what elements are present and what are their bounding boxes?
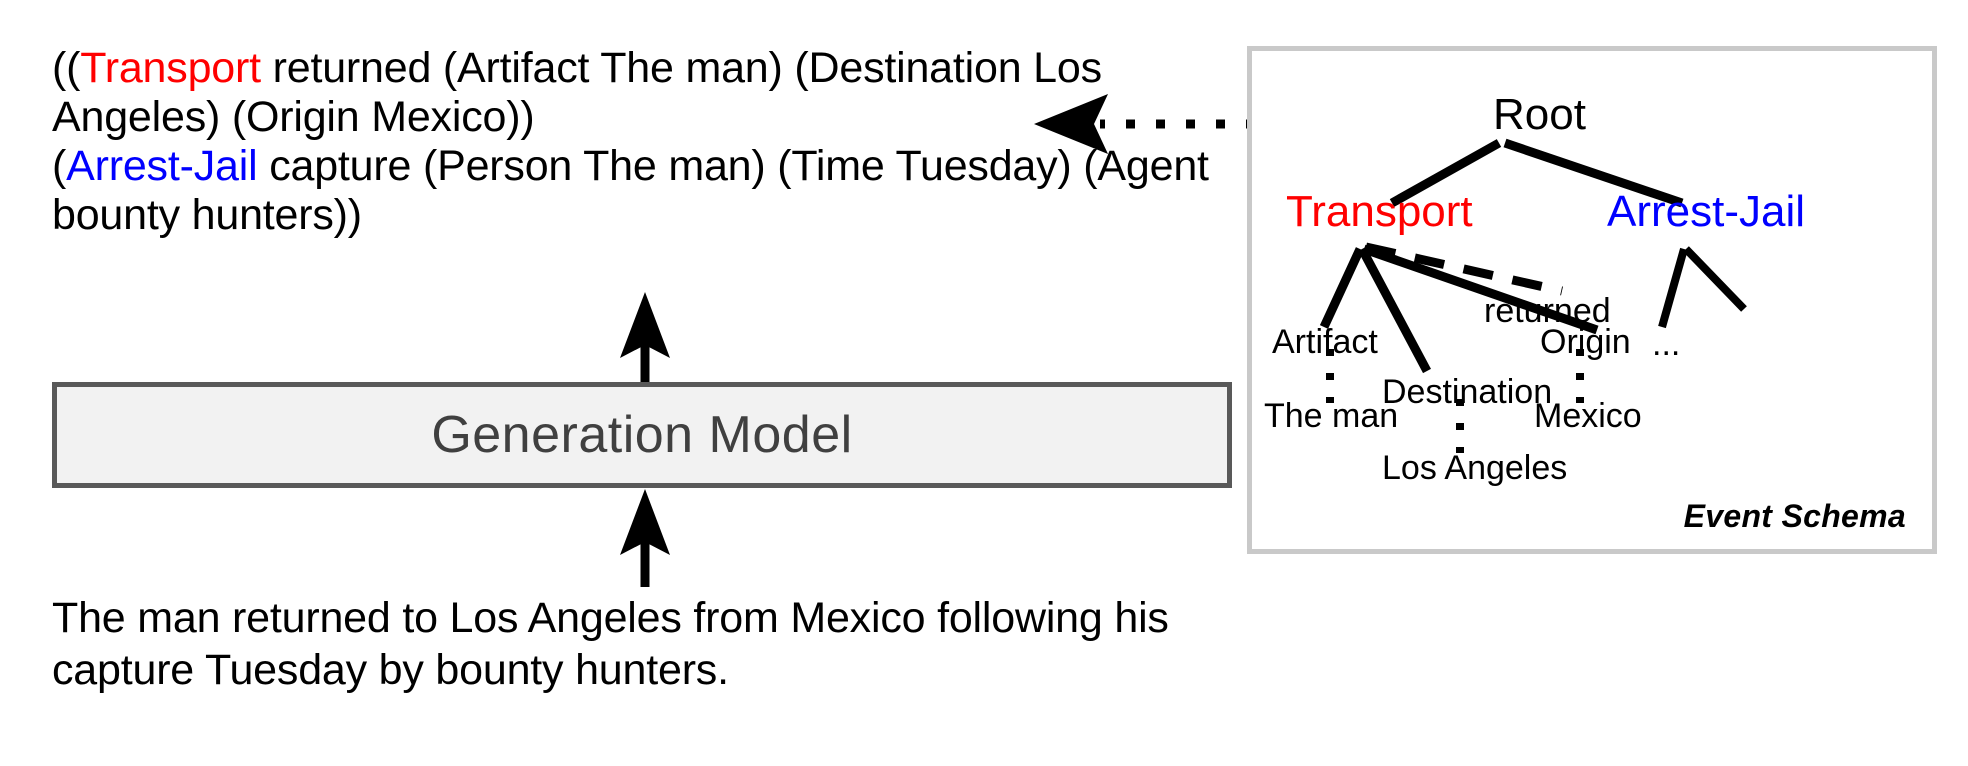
schema-node-arrest-jail: Arrest-Jail xyxy=(1607,187,1806,236)
output-paren-open: (( xyxy=(52,44,81,92)
schema-node-transport: Transport xyxy=(1286,187,1473,236)
schema-node-ellipsis: ... xyxy=(1652,325,1681,363)
event-schema-tree-edges xyxy=(1319,138,1747,453)
event-schema-caption: Event Schema xyxy=(1683,498,1906,534)
generation-model-box[interactable]: Generation Model xyxy=(52,382,1232,488)
output-event-type-transport: Transport xyxy=(80,44,261,92)
event-schema-panel: Root Transport Arrest-Jail returned Arti… xyxy=(1247,46,1937,554)
schema-node-trigger-returned: returned xyxy=(1484,292,1611,330)
generation-model-label: Generation Model xyxy=(431,406,853,464)
schema-node-filler-los-angeles: Los Angeles xyxy=(1382,449,1568,487)
output-line-two-paren: ( xyxy=(52,142,67,190)
arrow-model-to-output xyxy=(620,292,670,390)
input-sentence: The man returned to Los Angeles from Mex… xyxy=(52,594,1169,694)
schema-node-role-artifact: Artifact xyxy=(1272,323,1378,361)
output-event-two-args: capture (Person The man) (Time Tuesday) … xyxy=(52,142,1209,239)
linearized-event-output: ((Transport returned (Artifact The man) … xyxy=(52,44,1237,240)
schema-node-role-origin: Origin xyxy=(1540,323,1631,361)
schema-node-root: Root xyxy=(1493,90,1586,139)
output-event-type-arrest-jail: Arrest-Jail xyxy=(66,142,258,190)
schema-node-filler-mexico: Mexico xyxy=(1534,397,1642,435)
schema-node-role-destination: Destination xyxy=(1382,373,1553,411)
arrow-input-to-model xyxy=(620,489,670,587)
schema-node-filler-the-man: The man xyxy=(1264,397,1399,435)
output-event-one-args: returned (Artifact The man) (Destination… xyxy=(52,44,1102,141)
generation-pipeline-panel: ((Transport returned (Artifact The man) … xyxy=(52,44,1237,694)
